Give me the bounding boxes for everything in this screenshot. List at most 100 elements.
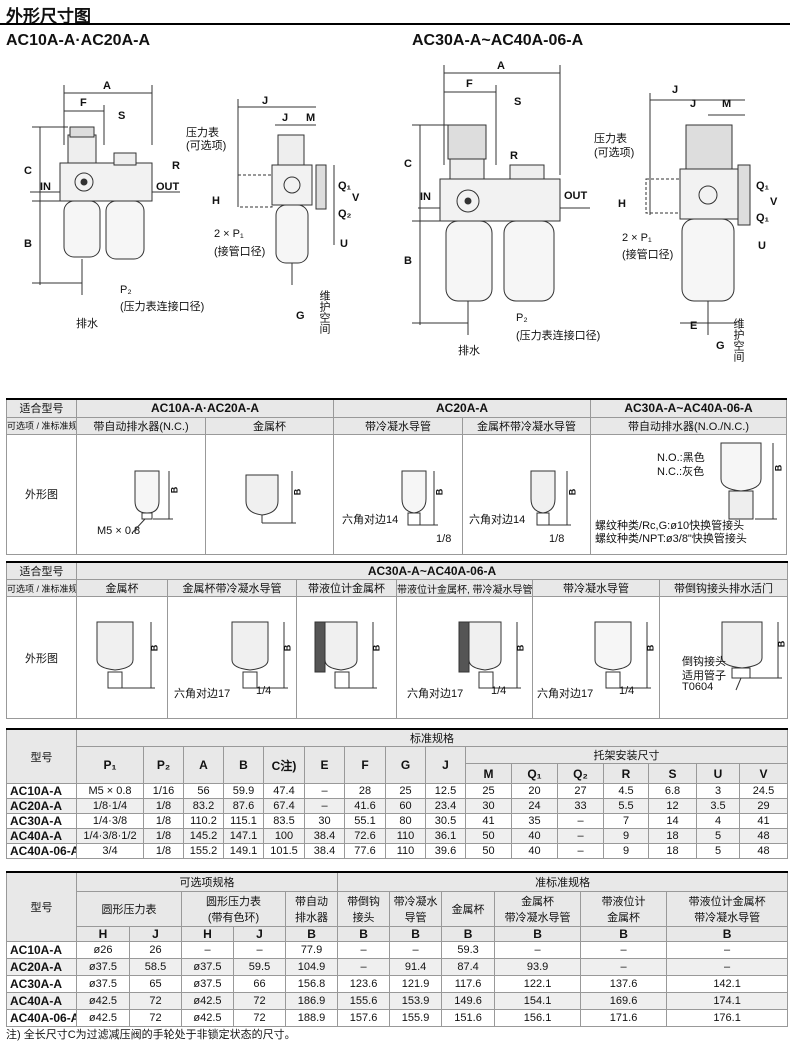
dim-r-left: R bbox=[172, 160, 180, 172]
gauge-label-right: 压力表 bbox=[594, 133, 627, 145]
cell: 174.1 bbox=[666, 991, 789, 1010]
dim-c-right: C bbox=[404, 158, 412, 170]
gauge-opt-right: (可选项) bbox=[594, 147, 635, 159]
port-1-4-label: 1/4 bbox=[256, 685, 272, 697]
cell: 35 bbox=[511, 813, 558, 829]
model-name: AC40A-06-A bbox=[6, 843, 77, 859]
col-header-1: J bbox=[129, 925, 182, 942]
col-header-2: H bbox=[181, 925, 234, 942]
cell: ø42.5 bbox=[181, 991, 234, 1010]
cell: 67.4 bbox=[263, 798, 305, 814]
cell: – bbox=[494, 940, 582, 959]
fig-metal-bowl: B bbox=[76, 596, 168, 719]
cell: 7 bbox=[603, 813, 649, 829]
option-level-gauge-drain-guide: 带液位计金属杯, 带冷凝水导管 bbox=[396, 579, 533, 597]
cell: 155.6 bbox=[337, 991, 391, 1010]
model-header: 型号 bbox=[6, 728, 77, 784]
model-name: AC30A-A bbox=[6, 974, 77, 993]
subheader-5: 金属杯 bbox=[441, 890, 496, 927]
gauge-opt-left: (可选项) bbox=[186, 140, 227, 152]
dim-j-right: J bbox=[672, 84, 679, 96]
dim-r-right: R bbox=[510, 150, 518, 162]
cell: 176.1 bbox=[666, 1008, 789, 1027]
cell: 147.1 bbox=[223, 828, 264, 844]
ac30-front-view bbox=[412, 65, 590, 335]
cell: ø26 bbox=[76, 940, 130, 959]
cell: 25 bbox=[465, 783, 512, 799]
right-drawing-heading: AC30A-A~AC40A-06-A bbox=[412, 32, 584, 49]
row-label-model: 适合型号 bbox=[6, 398, 77, 418]
col-header-7: B bbox=[441, 925, 496, 942]
hex17-label: 六角对边17 bbox=[407, 688, 464, 700]
cell: 145.2 bbox=[183, 828, 224, 844]
col-header-6: B bbox=[389, 925, 443, 942]
col-header-5: E bbox=[304, 746, 345, 784]
bracket-col-header-2: Q₂ bbox=[557, 763, 604, 784]
cell: 1/4·3/8 bbox=[76, 813, 144, 829]
p1-note-right: (接管口径) bbox=[622, 249, 674, 261]
option-metal-bowl-drain-guide: 金属杯带冷凝水导管 bbox=[167, 579, 297, 597]
cell: 48 bbox=[739, 828, 788, 844]
cell: 9 bbox=[603, 828, 649, 844]
cell: 1/16 bbox=[143, 783, 184, 799]
dim-b: B bbox=[149, 644, 160, 652]
cell: 41 bbox=[739, 813, 788, 829]
cell: 47.4 bbox=[263, 783, 305, 799]
page-title: 外形尺寸图 bbox=[6, 7, 91, 26]
dim-q1b-right: Q₁ bbox=[756, 212, 770, 224]
cell: ø37.5 bbox=[76, 957, 130, 976]
dim-f-left: F bbox=[80, 97, 87, 109]
cell: 48 bbox=[739, 843, 788, 859]
cell: 72 bbox=[129, 991, 182, 1010]
thread-rc-g-label: 螺纹种类/Rc,G:ø10快换管接头 bbox=[595, 519, 745, 532]
option-level-gauge-metal-bowl: 带液位计金属杯 bbox=[296, 579, 397, 597]
cell: 12 bbox=[648, 798, 697, 814]
option-spec-header: 可选项规格 bbox=[75, 871, 339, 892]
cell: 5 bbox=[696, 828, 740, 844]
dim-j2-left: J bbox=[282, 112, 289, 124]
dim-v-left: V bbox=[352, 192, 360, 204]
cell: 18 bbox=[648, 828, 697, 844]
cell: 29 bbox=[739, 798, 788, 814]
cell: 110 bbox=[385, 843, 426, 859]
option-auto-drain-nc: 带自动排水器(N.C.) bbox=[76, 416, 206, 435]
model-name: AC40A-A bbox=[6, 828, 77, 844]
cell: 25 bbox=[385, 783, 426, 799]
cell: ø42.5 bbox=[76, 1008, 130, 1027]
bracket-col-header-0: M bbox=[465, 763, 512, 784]
col-header-8: B bbox=[494, 925, 582, 942]
cell: 101.5 bbox=[263, 843, 305, 859]
cell: 1/8 bbox=[143, 843, 184, 859]
model-header: 型号 bbox=[6, 871, 77, 942]
cell: – bbox=[557, 843, 604, 859]
subheader-0: 圆形压力表 bbox=[76, 890, 182, 927]
cell: 24 bbox=[511, 798, 558, 814]
cell: 60 bbox=[385, 798, 426, 814]
p2-label-left: P₂ bbox=[120, 284, 132, 296]
cell: 41 bbox=[465, 813, 512, 829]
cell: 1/8 bbox=[143, 813, 184, 829]
ac30-side-view bbox=[645, 93, 751, 335]
dim-b: B bbox=[282, 644, 293, 652]
model-name: AC20A-A bbox=[6, 798, 77, 814]
dim-b-left: B bbox=[24, 238, 32, 250]
cell: ø37.5 bbox=[181, 974, 234, 993]
cell: 154.1 bbox=[494, 991, 582, 1010]
cell: 149.1 bbox=[223, 843, 264, 859]
cell: 3 bbox=[696, 783, 740, 799]
ac10-side-view bbox=[237, 99, 335, 285]
cell: 171.6 bbox=[580, 1008, 668, 1027]
cell: 27 bbox=[557, 783, 604, 799]
cell: 6.8 bbox=[648, 783, 697, 799]
in-label-left: IN bbox=[40, 181, 51, 193]
fig-level-gauge-metal-bowl: B bbox=[296, 596, 397, 719]
maint-label-right: 维护空间 bbox=[732, 318, 744, 362]
dim-m-left: M bbox=[306, 112, 316, 124]
